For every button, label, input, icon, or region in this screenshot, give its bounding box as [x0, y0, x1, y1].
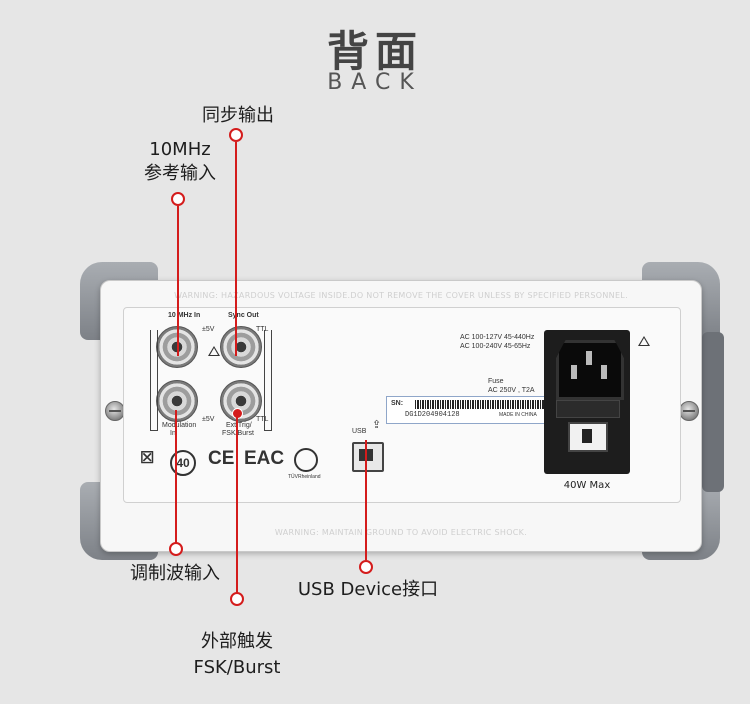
bnc-modulation-in[interactable]: [156, 380, 198, 422]
power-switch[interactable]: [568, 422, 608, 452]
bnc-sync-out[interactable]: [220, 326, 262, 368]
inlet-pin-middle: [586, 351, 592, 365]
rear-panel: 10 MHz In Sync Out ±5V TTL ±5V TTL Modul…: [123, 307, 681, 503]
label-exttrig-1: Ext Trig/: [226, 422, 252, 429]
screw-left: [105, 401, 125, 421]
rear-frame: WARNING: HAZARDOUS VOLTAGE INSIDE.DO NOT…: [100, 280, 702, 552]
label-ttl-a: TTL: [256, 326, 269, 333]
callout-sync-out-ring: [229, 128, 243, 142]
weee-bin-icon: ☒: [140, 450, 155, 467]
ac-line-2: AC 100-240V 45-65Hz: [460, 343, 531, 350]
cert-eac-mark: EAC: [244, 448, 285, 469]
inlet-pin-left: [571, 365, 577, 379]
warning-triangle-icon: [208, 346, 220, 356]
callout-modulation-in: 调制波输入: [130, 563, 220, 584]
bracket-right: [264, 330, 272, 431]
fuse-holder[interactable]: [556, 400, 620, 418]
inlet-pin-right: [601, 365, 607, 379]
label-modulation-2: In: [170, 430, 176, 437]
callout-modulation-line: [175, 410, 177, 544]
callout-modulation-ring: [169, 542, 183, 556]
usb-symbol-icon: ⇪: [372, 419, 382, 431]
cert-tuv-mark: [294, 448, 318, 472]
label-sync-out: Sync Out: [228, 312, 259, 319]
callout-ref-in-ring: [171, 192, 185, 206]
callout-ref-in-line2: 参考输入: [144, 163, 216, 184]
fuse-label: Fuse: [488, 378, 504, 385]
cert-ce-mark: CE: [208, 448, 235, 469]
callout-usb-line: [365, 440, 367, 560]
sn-prefix: SN:: [391, 400, 404, 407]
cert-40-mark: 40: [170, 450, 196, 476]
barcode: [415, 400, 551, 409]
power-max-label: 40W Max: [563, 480, 611, 491]
callout-sync-out-line: [235, 142, 237, 356]
warning-bottom-text: WARNING: MAINTAIN GROUND TO AVOID ELECTR…: [274, 528, 528, 537]
callout-ext-trig-ring: [230, 592, 244, 606]
power-inlet-block: [544, 330, 630, 474]
callout-sync-out: 同步输出: [202, 105, 274, 126]
power-warning-icon: [638, 336, 650, 346]
label-volt-a: ±5V: [202, 326, 215, 333]
callout-ext-trig-line1: 外部触发: [201, 631, 273, 652]
label-10mhz-in: 10 MHz In: [168, 312, 201, 319]
screw-right: [679, 401, 699, 421]
fuse-value: AC 250V , T2A: [488, 387, 535, 394]
callout-ext-trig-line: [236, 416, 238, 594]
heading-subtitle: BACK: [327, 70, 423, 95]
cert-tuv-label: TÜVRheinland: [288, 474, 321, 480]
callout-ref-in-line1: 10MHz: [149, 139, 211, 160]
ac-line-1: AC 100-127V 45-440Hz: [460, 334, 535, 341]
serial-number-label: SN: DG1D204904128 MADE IN CHINA: [386, 396, 558, 424]
usb-device-port[interactable]: [352, 442, 384, 472]
heading-title: 背面: [326, 27, 423, 76]
made-in-text: MADE IN CHINA: [499, 412, 537, 418]
label-modulation-1: Modulation: [162, 422, 197, 429]
callout-usb-ring: [359, 560, 373, 574]
serial-number: DG1D204904128: [405, 411, 460, 419]
bumper-side-right: [702, 332, 724, 492]
label-volt-b: ±5V: [202, 416, 215, 423]
label-ttl-b: TTL: [256, 416, 269, 423]
bracket-left: [150, 330, 158, 431]
callout-ext-trig-line2: FSK/Burst: [193, 657, 281, 678]
callout-ref-in-line: [177, 206, 179, 356]
callout-usb-device: USB Device接口: [297, 579, 439, 600]
ac-inlet[interactable]: [556, 340, 624, 400]
warning-top-text: WARNING: HAZARDOUS VOLTAGE INSIDE.DO NOT…: [174, 291, 628, 300]
device-rear-view: WARNING: HAZARDOUS VOLTAGE INSIDE.DO NOT…: [80, 262, 724, 570]
usb-label: USB: [352, 428, 367, 435]
